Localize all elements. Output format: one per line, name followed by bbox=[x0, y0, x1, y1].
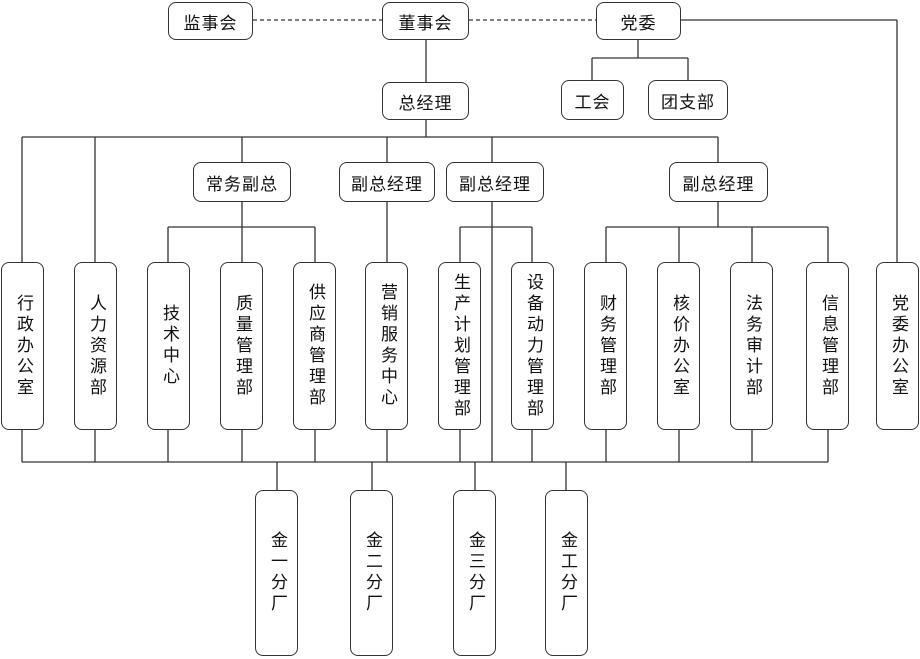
vp-production-box: 副总经理 bbox=[446, 162, 544, 202]
dept-legal-audit: 法务审计部 bbox=[730, 262, 773, 430]
youth-league-box: 团支部 bbox=[648, 80, 728, 120]
factory-metalwork: 金工分厂 bbox=[545, 490, 588, 656]
dept-quality: 质量管理部 bbox=[220, 262, 263, 430]
dept-supplier: 供应商管理部 bbox=[293, 262, 336, 430]
dept-pricing-office: 核价办公室 bbox=[657, 262, 700, 430]
general-manager-box: 总经理 bbox=[382, 82, 469, 120]
dept-it: 信息管理部 bbox=[806, 262, 849, 430]
dept-tech-center: 技术中心 bbox=[147, 262, 190, 430]
factory-1: 金一分厂 bbox=[255, 490, 298, 656]
factory-3: 金三分厂 bbox=[453, 490, 496, 656]
dept-production-planning: 生产计划管理部 bbox=[438, 262, 481, 430]
dept-finance: 财务管理部 bbox=[584, 262, 627, 430]
factory-2: 金二分厂 bbox=[350, 490, 393, 656]
union-box: 工会 bbox=[561, 80, 624, 120]
party-committee-box: 党委 bbox=[596, 2, 681, 40]
dept-admin-office: 行政办公室 bbox=[1, 262, 44, 430]
executive-vp-box: 常务副总 bbox=[193, 162, 291, 202]
vp-sales-box: 副总经理 bbox=[339, 162, 435, 202]
board-of-directors-box: 董事会 bbox=[382, 2, 469, 40]
supervisory-board-box: 监事会 bbox=[168, 2, 253, 40]
dept-sales-service: 营销服务中心 bbox=[365, 262, 408, 430]
vp-finance-box: 副总经理 bbox=[669, 162, 768, 202]
dept-party-office: 党委办公室 bbox=[876, 262, 919, 430]
dept-hr: 人力资源部 bbox=[74, 262, 117, 430]
dept-equipment-power: 设备动力管理部 bbox=[511, 262, 554, 430]
